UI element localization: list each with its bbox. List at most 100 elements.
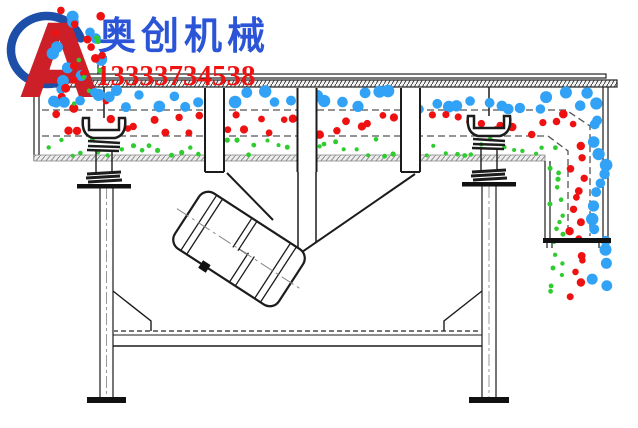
- particle-dot: [103, 91, 115, 103]
- particle-dot: [265, 129, 273, 137]
- particle-dot: [547, 201, 553, 207]
- particle-dot: [185, 129, 193, 137]
- particle-dot: [333, 127, 341, 135]
- particle-dot: [232, 111, 240, 119]
- right-foot: [469, 397, 509, 403]
- particle-dot: [224, 137, 230, 143]
- particle-dot: [284, 144, 290, 150]
- phone-number: 13333734538: [96, 60, 256, 92]
- screen-deck-1: [42, 109, 591, 236]
- screen-box-bottom-pan: [33, 154, 546, 162]
- particle-dot: [259, 85, 272, 98]
- particle-dot: [342, 117, 350, 126]
- right-leg: [469, 186, 509, 403]
- particle-dot: [359, 87, 371, 99]
- particle-dot: [468, 152, 474, 157]
- particle-dot: [599, 243, 612, 256]
- particle-dot: [280, 116, 288, 123]
- left-foot: [87, 397, 126, 403]
- particle-dot: [574, 100, 586, 111]
- particle-dot: [321, 141, 327, 147]
- particle-dot: [59, 137, 64, 143]
- particle-dot: [586, 273, 598, 285]
- particle-dot: [180, 101, 191, 112]
- particle-dot: [333, 139, 339, 145]
- hanger-channel-1: [204, 88, 225, 173]
- particle-dot: [70, 76, 78, 84]
- particle-dot: [57, 6, 65, 15]
- particle-dot: [169, 91, 180, 102]
- particle-dot: [288, 114, 298, 123]
- particle-dot: [587, 136, 600, 148]
- particle-dot: [565, 227, 574, 236]
- particle-dot: [119, 147, 125, 152]
- particle-dot: [554, 185, 560, 190]
- particle-dot: [146, 143, 152, 149]
- particle-dot: [175, 113, 183, 122]
- particle-dot: [139, 148, 145, 153]
- particle-dot: [581, 87, 593, 99]
- particle-dot: [552, 252, 558, 257]
- particle-dot: [75, 95, 85, 106]
- particle-dot: [574, 187, 583, 195]
- particle-dot: [576, 278, 586, 287]
- particle-dot: [586, 212, 599, 226]
- particle-dot: [558, 197, 564, 202]
- particle-dot: [46, 47, 59, 60]
- particle-dot: [559, 272, 565, 278]
- particle-dot: [317, 144, 322, 149]
- particle-dot: [224, 126, 232, 134]
- particle-dot: [424, 153, 429, 158]
- particle-dot: [91, 54, 100, 63]
- particle-dot: [587, 200, 600, 212]
- particle-dot: [69, 62, 78, 70]
- particle-dot: [246, 152, 252, 158]
- particle-dot: [572, 268, 579, 276]
- particle-dot: [379, 112, 387, 119]
- spring-left: [77, 116, 131, 189]
- left-leg: [87, 187, 126, 403]
- particle-dot: [465, 96, 475, 106]
- particle-dot: [462, 153, 468, 158]
- particle-dot: [569, 205, 578, 213]
- particle-dot: [161, 128, 170, 137]
- particle-dot: [251, 142, 257, 148]
- particle-dot: [352, 100, 364, 112]
- particle-dot: [601, 280, 613, 292]
- particle-dot: [573, 193, 580, 201]
- particle-dot: [95, 38, 101, 45]
- particle-dot: [87, 43, 95, 51]
- particle-dot: [354, 147, 359, 152]
- particle-dot: [539, 145, 544, 150]
- particle-dot: [569, 120, 577, 128]
- particle-dot: [78, 150, 83, 156]
- particle-dot: [239, 125, 249, 134]
- particle-dot: [599, 158, 613, 172]
- particle-dot: [477, 119, 486, 128]
- particle-dot: [169, 152, 175, 158]
- upper-cover-plate: [38, 73, 607, 79]
- particle-dot: [442, 111, 450, 119]
- particle-dot: [550, 265, 556, 271]
- particle-dot: [535, 104, 546, 114]
- particle-dot: [196, 151, 201, 157]
- machine-linework: [27, 56, 618, 403]
- particle-dot: [58, 96, 70, 108]
- particle-dot: [503, 103, 514, 115]
- particle-dot: [455, 151, 460, 157]
- company-name: 奥创机械: [98, 16, 270, 58]
- particle-dot: [539, 119, 547, 127]
- particle-dot: [363, 119, 371, 128]
- particle-dot: [83, 35, 92, 44]
- particle-dot: [64, 126, 73, 135]
- particle-dot: [269, 97, 280, 107]
- particle-dot: [98, 51, 106, 60]
- particle-dot: [276, 143, 281, 148]
- particle-dot: [286, 95, 296, 106]
- particle-dot: [599, 168, 610, 180]
- particle-dot: [534, 151, 539, 156]
- particle-dot: [193, 97, 204, 108]
- particle-dot: [484, 97, 495, 108]
- particle-dot: [579, 257, 586, 264]
